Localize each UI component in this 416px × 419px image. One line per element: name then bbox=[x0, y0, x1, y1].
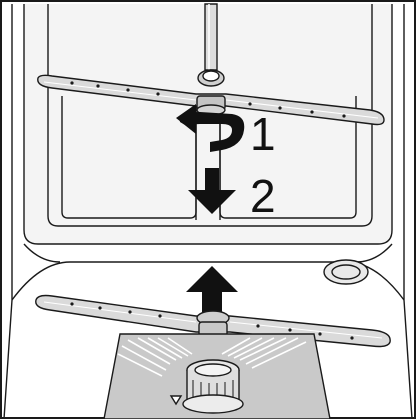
step-2-label: 2 bbox=[250, 170, 276, 222]
down-arrow-icon bbox=[188, 168, 236, 214]
filter-sump bbox=[103, 333, 331, 419]
upper-spray-arm bbox=[37, 69, 385, 126]
rotate-arrow-icon bbox=[176, 104, 245, 152]
step-1-label: 1 bbox=[250, 108, 276, 160]
supply-tube bbox=[204, 3, 218, 71]
up-arrow-icon bbox=[186, 266, 238, 314]
